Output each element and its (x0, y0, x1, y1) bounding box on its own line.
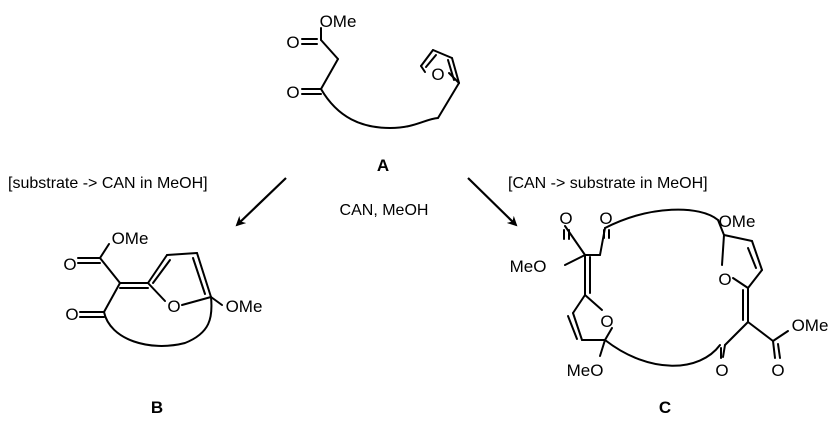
compound-c-left-ester-o: O (559, 209, 572, 228)
arrow-to-c (467, 177, 518, 227)
compound-a-ester-ome: OMe (320, 12, 357, 31)
compound-c-bottom-meo: MeO (567, 361, 604, 380)
compound-a-ester-o: O (286, 33, 299, 52)
compound-b-acetal-ome: OMe (226, 297, 263, 316)
compound-c: OMe O O MeO O O MeO OMe O O C (510, 208, 829, 417)
reaction-conditions: [substrate -> CAN in MeOH] CAN, MeOH [CA… (8, 175, 708, 227)
compound-a-ketone-o: O (286, 83, 299, 102)
compound-b: OMe O O O OMe B (63, 229, 262, 417)
compound-c-right-ester-ome: OMe (792, 316, 829, 335)
compound-c-bottom-ring-o: O (600, 312, 613, 331)
condition-left: [substrate -> CAN in MeOH] (8, 175, 208, 192)
compound-c-right-ketone-o: O (715, 361, 728, 380)
compound-b-ketone-o: O (65, 305, 78, 324)
compound-c-right-ester-o: O (771, 361, 784, 380)
compound-a: OMe O O O A (286, 12, 460, 175)
compound-c-left-ester-meo: MeO (510, 257, 547, 276)
compound-c-top-ring-o: O (718, 270, 731, 289)
compound-c-top-ketone-o: O (599, 209, 612, 228)
compound-a-furan-o: O (431, 65, 444, 84)
compound-c-bonds (563, 208, 789, 367)
condition-center: CAN, MeOH (340, 202, 429, 219)
arrow-to-b (235, 177, 287, 227)
compound-a-label: A (377, 156, 389, 175)
compound-a-bonds (301, 27, 460, 129)
condition-right: [CAN -> substrate in MeOH] (508, 175, 708, 192)
compound-b-ring-o: O (167, 297, 180, 316)
compound-b-ester-o: O (63, 255, 76, 274)
compound-c-label: C (659, 398, 671, 417)
compound-b-ester-ome: OMe (112, 229, 149, 248)
compound-b-label: B (151, 398, 163, 417)
compound-c-top-ome: OMe (719, 212, 756, 231)
compound-b-bonds (77, 243, 223, 347)
